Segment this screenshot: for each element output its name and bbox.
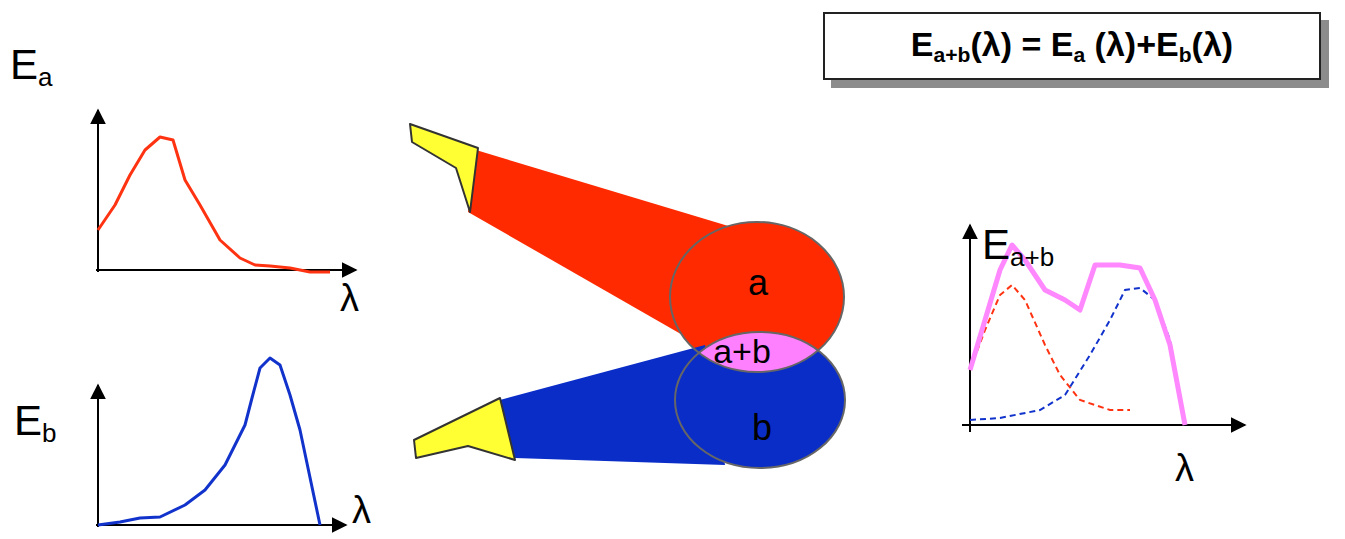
flashlight-a — [410, 124, 478, 212]
axis-label: Ea+b — [982, 222, 1054, 272]
axis-label: λ — [340, 278, 359, 320]
subscript: a+b — [1010, 242, 1054, 272]
axis-label: λ — [352, 490, 371, 532]
spectrum-curve-sum — [970, 245, 1185, 425]
axes-a — [96, 110, 356, 272]
subscript: a+b — [934, 43, 971, 66]
formula-box: Ea+b(λ) = Ea (λ)+Eb(λ) — [823, 12, 1321, 80]
axis-label: λ — [1175, 448, 1194, 490]
axis-label: Eb — [14, 398, 57, 448]
spot-label: b — [752, 408, 774, 448]
flashlight-b — [414, 398, 515, 460]
text-run: b — [752, 407, 772, 448]
subscript: a — [1073, 43, 1085, 66]
subscript: b — [1179, 43, 1192, 66]
spectrum-curve-b — [98, 358, 320, 525]
region-label: a+b — [713, 333, 772, 370]
overlap-spot — [675, 332, 845, 468]
text-run: (λ) = E — [970, 25, 1073, 63]
text-run: (λ) — [1192, 25, 1234, 63]
text-run: E — [14, 397, 42, 444]
blue-spot — [675, 332, 845, 468]
subscript: a — [38, 62, 52, 92]
region-label: b — [752, 408, 774, 448]
text-run: (λ)+E — [1085, 25, 1179, 63]
text-run: a+b — [713, 332, 771, 370]
spot-label: a — [748, 263, 770, 303]
text-run: λ — [352, 489, 371, 531]
region-label: a — [748, 263, 770, 303]
formula-text: Ea+b(λ) = Ea (λ)+Eb(λ) — [911, 26, 1233, 66]
text-run: E — [982, 221, 1010, 268]
text-run: λ — [1175, 447, 1194, 489]
blue-spot-outline — [675, 332, 845, 468]
spectrum-curve-a — [98, 137, 330, 272]
spectrum-dashed-a — [970, 285, 1130, 410]
text-run: E — [10, 41, 38, 88]
axis-label: Ea — [10, 42, 53, 92]
axes-b — [96, 385, 346, 527]
text-run: E — [911, 25, 934, 63]
subscript: b — [42, 418, 56, 448]
text-run: a — [748, 262, 768, 303]
text-run: λ — [340, 277, 359, 319]
overlap-label: a+b — [713, 333, 772, 370]
